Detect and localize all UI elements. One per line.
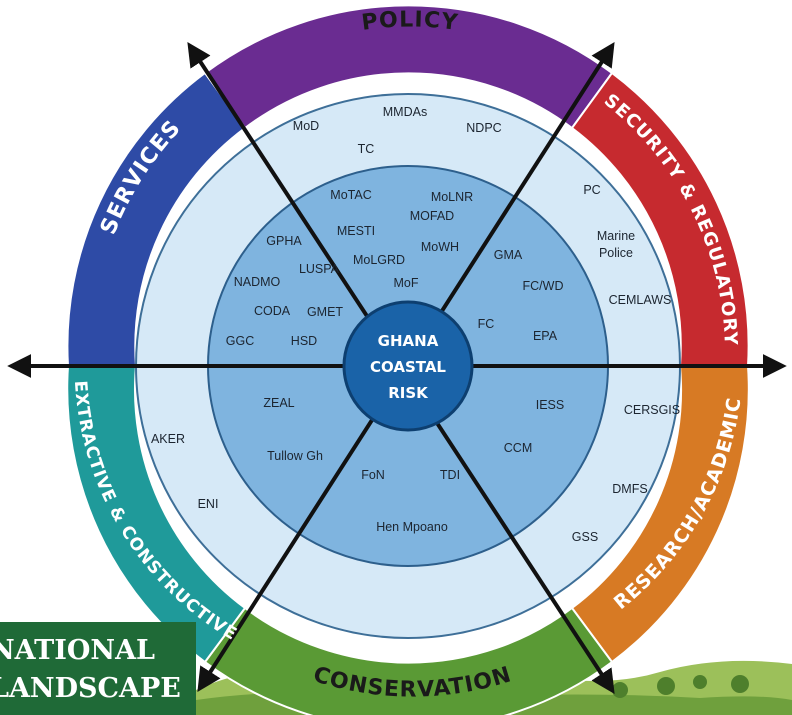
actor-molnr: MoLNR [431,190,473,204]
actor-epa: EPA [533,329,558,343]
actor-ndpc: NDPC [466,121,501,135]
actor-hsd: HSD [291,334,317,348]
actor-gss: GSS [572,530,598,544]
actor-cersgis: CERSGIS [624,403,680,417]
actor-tullow-gh: Tullow Gh [267,449,323,463]
center-hub: GHANA COASTAL RISK [342,300,474,432]
actor-molgrd: MoLGRD [353,253,405,267]
center-line-2: COASTAL [370,358,446,376]
actor-mof: MoF [394,276,419,290]
actor-cemlaws: CEMLAWS [609,293,672,307]
actor-hen-mpoano: Hen Mpoano [376,520,448,534]
center-line-1: GHANA [378,332,439,350]
actor-mod: MoD [293,119,319,133]
inner-ring-actors: MoTAC MoLNR MESTI MOFAD MoLGRD MoWH MoF … [226,188,564,534]
label-policy: POLICY [360,7,460,35]
actor-police: Police [599,246,633,260]
actor-fc: FC [478,317,495,331]
actor-pc: PC [583,183,600,197]
actor-zeal: ZEAL [263,396,294,410]
actor-gpha: GPHA [266,234,302,248]
actor-dmfs: DMFS [612,482,647,496]
banner-line-2: LANDSCAPE [0,673,181,704]
actor-tdi: TDI [440,468,460,482]
center-line-3: RISK [388,384,429,402]
actor-mesti: MESTI [337,224,375,238]
actor-ggc: GGC [226,334,254,348]
national-landscape-banner: NATIONAL LANDSCAPE [0,622,196,715]
banner-line-1: NATIONAL [0,635,156,666]
actor-motac: MoTAC [330,188,371,202]
actor-gma: GMA [494,248,523,262]
actor-eni: ENI [198,497,219,511]
middle-ring-actors: MoD MMDAs NDPC TC PC Marine Police CEMLA… [151,105,680,544]
actor-gmet: GMET [307,305,343,319]
actor-nadmo: NADMO [234,275,281,289]
actor-ccm: CCM [504,441,532,455]
actor-mofad: MOFAD [410,209,454,223]
actor-aker: AKER [151,432,185,446]
actor-fon: FoN [361,468,385,482]
actor-iess: IESS [536,398,565,412]
actor-mmdas: MMDAs [383,105,427,119]
actor-coda: CODA [254,304,291,318]
actor-tc: TC [358,142,375,156]
actor-fc-wd: FC/WD [523,279,564,293]
actor-mowh: MoWH [421,240,459,254]
actor-luspa: LUSPA [299,262,340,276]
actor-marine: Marine [597,229,635,243]
